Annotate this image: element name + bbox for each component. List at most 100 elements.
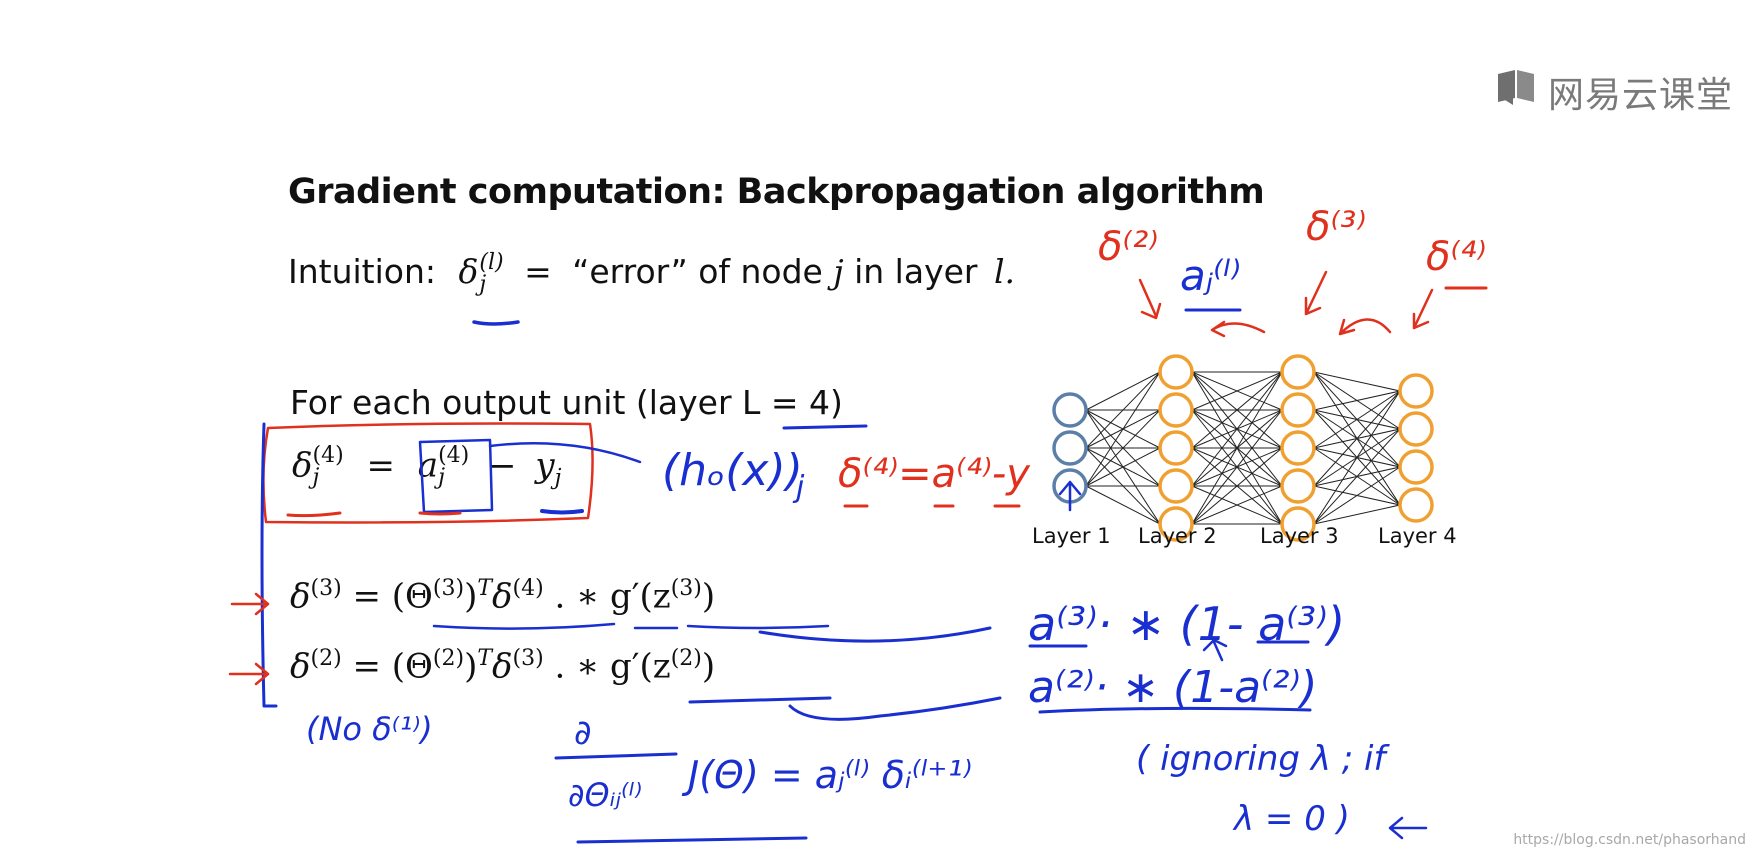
- intuition-equals: =: [524, 252, 552, 291]
- network-edge: [1313, 390, 1401, 487]
- intuition-text: “error” of node: [572, 252, 823, 291]
- ink-bracket: [260, 422, 278, 708]
- equation-delta-2: δ(2) = (Θ(2))Tδ(3) . ∗ g′(z(2)): [290, 646, 716, 687]
- network-node: [1398, 487, 1434, 523]
- network-edge: [1191, 371, 1283, 449]
- network-edge: [1191, 371, 1283, 411]
- equation-delta-4: δ(4)j = a(4)j − yj: [292, 443, 562, 491]
- ink-a-j-l: aⱼ⁽ˡ⁾: [1180, 251, 1241, 300]
- network-node: [1280, 506, 1316, 542]
- network-edge: [1313, 390, 1401, 525]
- ink-delta-4: δ⁽⁴⁾: [1426, 234, 1486, 280]
- ink-red-box: [262, 422, 594, 524]
- ink-ignoring-lambda: ( ignoring λ ; if: [1136, 739, 1390, 779]
- network-edge: [1191, 371, 1283, 487]
- network-edge: [1191, 409, 1283, 525]
- network-edge: [1085, 371, 1161, 487]
- layer-label: Layer 1: [1032, 524, 1111, 548]
- logo-icon: [1498, 70, 1534, 105]
- network-node: [1052, 430, 1088, 466]
- ink-delta-3: δ⁽³⁾: [1306, 204, 1366, 250]
- ink-red-curve-23: [1210, 320, 1266, 338]
- network-node: [1158, 430, 1194, 466]
- network-edge: [1191, 371, 1283, 525]
- network-edge: [1085, 409, 1161, 487]
- ink-bottom-underline: [576, 836, 808, 844]
- ink-curve-eq2: [758, 626, 992, 643]
- ink-underline-eq1: [286, 511, 462, 518]
- network-edge: [1313, 390, 1401, 449]
- ink-partial-num: ∂: [574, 713, 592, 753]
- ink-underline-eq2: [432, 622, 830, 630]
- ink-red-arrow-eq3: [228, 662, 270, 686]
- output-unit-line: For each output unit (layer L = 4): [290, 383, 843, 422]
- intuition-l: l.: [993, 252, 1016, 291]
- ink-a2-expr: a⁽²⁾· ∗ (1-a⁽²⁾): [1028, 662, 1317, 713]
- ink-delta-2: δ⁽²⁾: [1098, 224, 1158, 270]
- ink-underline-delta: [472, 320, 520, 326]
- layer-label: Layer 3: [1260, 524, 1339, 548]
- ink-red-arrow-l2: [1138, 278, 1162, 320]
- ink-h-theta: (hₒ(x)): [662, 445, 803, 496]
- network-edge: [1313, 466, 1401, 525]
- network-edge: [1085, 371, 1161, 449]
- ink-red-delta-eq: δ⁽⁴⁾=a⁽⁴⁾-y: [838, 451, 1031, 497]
- network-node: [1280, 392, 1316, 428]
- ink-blue-up-arrow-l1: [1058, 480, 1082, 512]
- network-edge: [1085, 447, 1161, 487]
- intuition-line: Intuition: δ(l)j = “error” of node j in …: [288, 252, 1015, 296]
- ink-red-arrow-eq2: [230, 592, 270, 616]
- ink-frac-bar: [554, 752, 678, 760]
- ink-underline-eq3: [688, 696, 832, 704]
- ink-red-arrow-l3: [1304, 270, 1328, 316]
- ink-red-arrow-l4: [1412, 288, 1434, 330]
- intuition-j: j: [833, 252, 844, 291]
- ink-lambda-zero: λ = 0 ): [1232, 799, 1350, 839]
- ink-underline-y: [540, 509, 584, 515]
- ink-red-curve-34: [1338, 318, 1392, 336]
- ink-a2-underline: [1038, 706, 1312, 714]
- ink-underline-L4: [782, 424, 868, 430]
- network-edge: [1191, 447, 1283, 525]
- intuition-delta: δ(l)j: [458, 250, 504, 297]
- ink-a3-underline: [1028, 640, 1310, 648]
- equation-delta-3: δ(3) = (Θ(3))Tδ(4) . ∗ g′(z(3)): [290, 576, 716, 617]
- layer-label: Layer 4: [1378, 524, 1457, 548]
- intuition-in-layer: in layer: [854, 252, 978, 291]
- network-node: [1052, 392, 1088, 428]
- network-nodes: [1052, 354, 1434, 542]
- network-node: [1280, 468, 1316, 504]
- network-node: [1158, 354, 1194, 390]
- watermark-url: https://blog.csdn.net/phasorhand: [1513, 832, 1746, 848]
- network-node: [1398, 411, 1434, 447]
- brand-logo-text: 网易云课堂: [1548, 75, 1734, 116]
- network-node: [1158, 468, 1194, 504]
- network-edge: [1085, 485, 1161, 525]
- network-node: [1158, 506, 1194, 542]
- network-node: [1158, 392, 1194, 428]
- ink-curve-eq3: [788, 696, 1002, 721]
- network-edge: [1085, 371, 1161, 411]
- slide-title: Gradient computation: Backpropagation al…: [288, 172, 1265, 212]
- network-edge: [1313, 504, 1401, 525]
- ink-J-theta: J(Θ) = aⱼ⁽ˡ⁾ δᵢ⁽ˡ⁺¹⁾: [681, 753, 972, 797]
- network-edge: [1313, 371, 1401, 392]
- network-edge: [1191, 485, 1283, 525]
- ink-up-arrow-a3: [1202, 638, 1228, 662]
- ink-left-arrow: [1388, 816, 1428, 840]
- network-node: [1398, 449, 1434, 485]
- ink-h-theta-sub-j: j: [792, 470, 805, 505]
- ink-partial-den: ∂Θᵢⱼ⁽ˡ⁾: [568, 776, 642, 814]
- network-edge: [1313, 390, 1401, 411]
- ink-connector-h: [488, 442, 642, 464]
- network-edge: [1313, 428, 1401, 525]
- ink-blue-box-a: [418, 438, 494, 514]
- network-node: [1398, 373, 1434, 409]
- layer-label: Layer 2: [1138, 524, 1217, 548]
- network-edges: [1085, 371, 1401, 525]
- ink-no-delta1: (No δ⁽¹⁾): [306, 710, 433, 748]
- network-node: [1280, 430, 1316, 466]
- intuition-label: Intuition:: [288, 252, 437, 291]
